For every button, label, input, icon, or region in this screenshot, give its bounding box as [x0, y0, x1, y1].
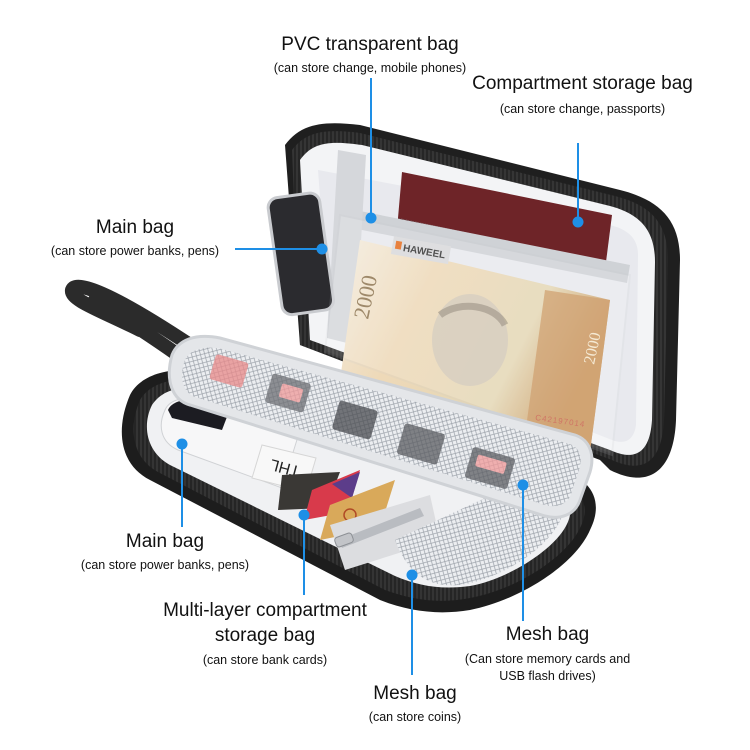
callout-compartment-bag: Compartment storage bag (can store chang… [470, 72, 695, 116]
callout-mesh-bag-cards: Mesh bag (Can store memory cards and USB… [460, 624, 635, 685]
callout-dot-pvc [365, 212, 377, 224]
callout-subtitle: (can store coins) [368, 709, 462, 724]
callout-line-pvc [370, 78, 372, 218]
callout-dot-main-top [316, 243, 328, 255]
callout-dot-compartment [572, 216, 584, 228]
callout-dot-main-bottom [176, 438, 188, 450]
callout-dot-mesh-coins [406, 569, 418, 581]
callout-main-bag-bottom: Main bag (can store power banks, pens) [65, 531, 265, 572]
callout-title: Main bag [125, 531, 205, 552]
callout-subtitle: (Can store memory cards and USB flash dr… [464, 651, 631, 683]
callout-title: Multi-layer compartment storage bag [163, 600, 367, 646]
callout-main-bag-top: Main bag (can store power banks, pens) [40, 217, 230, 258]
callout-line-compartment [577, 143, 579, 221]
callout-title: Mesh bag [373, 683, 457, 704]
callout-subtitle: (can store power banks, pens) [80, 557, 250, 572]
callout-title: Main bag [95, 217, 175, 238]
callout-line-mesh-cards [522, 485, 524, 621]
callout-subtitle: (can store bank cards) [202, 653, 328, 668]
callout-line-main-top [235, 248, 321, 250]
callout-line-mesh-coins [411, 575, 413, 675]
callout-line-multilayer [303, 515, 305, 595]
banknote-value-right: 2000 [581, 331, 604, 366]
callout-dot-multilayer [298, 509, 310, 521]
callout-subtitle: (can store power banks, pens) [50, 243, 220, 258]
callout-title: Compartment storage bag [472, 73, 693, 94]
callout-mesh-bag-coins: Mesh bag (can store coins) [340, 683, 490, 724]
callout-subtitle: (can store change, mobile phones) [273, 60, 467, 75]
callout-dot-mesh-cards [517, 479, 529, 491]
callout-subtitle: (can store change, passports) [499, 101, 666, 116]
callout-title: Mesh bag [505, 624, 590, 645]
callout-pvc-bag: PVC transparent bag (can store change, m… [220, 34, 520, 75]
callout-multilayer-bag: Multi-layer compartment storage bag (can… [150, 599, 380, 668]
callout-line-main-bottom [181, 445, 183, 527]
passport [398, 172, 612, 262]
callout-title: PVC transparent bag [281, 34, 459, 55]
wrist-strap [65, 279, 202, 364]
